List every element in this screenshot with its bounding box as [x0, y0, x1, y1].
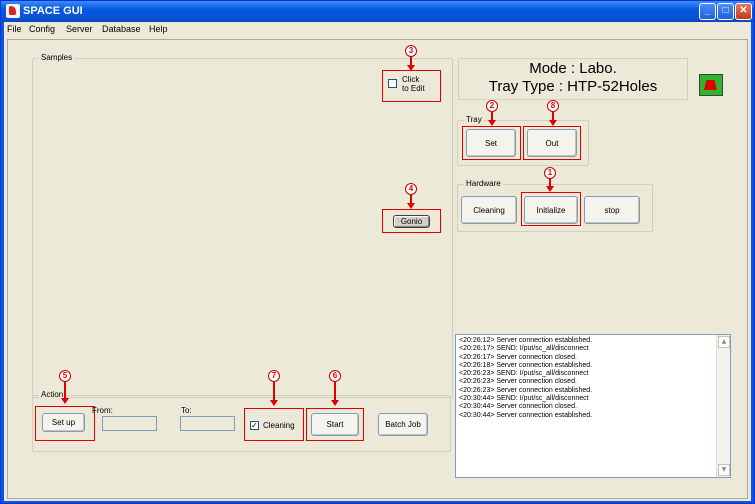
click-to-edit-checkbox[interactable] [388, 79, 397, 88]
log-line: <20:26:17> SEND: I/put/sc_all/disconnect [459, 345, 589, 353]
cleaning-checkbox-label: Cleaning [263, 421, 295, 430]
annotation-marker-5: 5 [59, 370, 71, 382]
log-line: <20:26:17> Server connection closed. [459, 353, 577, 361]
setup-button[interactable]: Set up [42, 413, 85, 432]
annotation-arrow-3 [407, 57, 415, 71]
from-input[interactable] [102, 416, 157, 431]
hardware-group: Hardware [457, 179, 653, 232]
app-icon [6, 4, 20, 18]
samples-group: Samples [32, 53, 453, 398]
annotation-marker-7: 7 [268, 370, 280, 382]
maximize-button[interactable]: □ [717, 3, 734, 20]
log-line: <20:30:44> SEND: I/put/sc_all/disconnect [459, 395, 589, 403]
title-bar[interactable]: SPACE GUI _ □ ✕ [1, 1, 754, 22]
log-line: <20:30:44> Server connection established… [459, 411, 593, 419]
menu-file[interactable]: File [7, 24, 22, 34]
tray-status-icon [699, 74, 723, 96]
to-input[interactable] [180, 416, 235, 431]
menu-config[interactable]: Config [29, 24, 56, 34]
stop-button[interactable]: stop [584, 196, 640, 224]
samples-group-label: Samples [39, 53, 75, 62]
tray-set-button[interactable]: Set [466, 129, 516, 157]
mode-status-box [458, 58, 688, 100]
hardware-cleaning-button[interactable]: Cleaning [461, 196, 517, 224]
annotation-arrow-5 [61, 382, 69, 404]
main-panel: Samples Click to Edit Gonio Action Set u… [7, 39, 748, 499]
log-panel[interactable]: <20:26:12> Server connection established… [455, 334, 731, 478]
minimize-button[interactable]: _ [699, 3, 716, 20]
tray-group: Tray [457, 115, 589, 166]
log-line: <20:26:23> Server connection established… [459, 386, 593, 394]
menu-database[interactable]: Database [102, 24, 141, 34]
menu-help[interactable]: Help [149, 24, 168, 34]
annotation-marker-1: 1 [544, 167, 556, 179]
log-line: <20:26:12> Server connection established… [459, 337, 593, 344]
action-group: Action [32, 390, 451, 452]
batch-job-button[interactable]: Batch Job [378, 413, 428, 436]
scroll-down-icon[interactable]: ▼ [718, 464, 730, 476]
client-area: File Config Server Database Help Samples… [4, 22, 751, 501]
mode-text: Mode : Labo. [529, 60, 617, 77]
click-to-edit-label-1: Click [402, 75, 420, 84]
tray-out-button[interactable]: Out [527, 129, 577, 157]
log-line: <20:26:23> Server connection closed. [459, 378, 577, 386]
annotation-marker-6: 6 [329, 370, 341, 382]
window-title: SPACE GUI [23, 5, 83, 17]
menu-server[interactable]: Server [66, 24, 93, 34]
click-to-edit-label-2: to Edit [402, 84, 425, 93]
annotation-arrow-2 [488, 112, 496, 126]
to-label: To: [181, 406, 192, 415]
tray-group-label: Tray [464, 115, 484, 124]
initialize-button[interactable]: Initialize [524, 196, 578, 224]
cleaning-checkbox[interactable]: ✓ [250, 421, 259, 430]
log-line: <20:30:44> Server connection closed. [459, 403, 577, 411]
annotation-arrow-6 [331, 382, 339, 406]
hardware-group-label: Hardware [464, 179, 503, 188]
annotation-marker-3: 3 [405, 45, 417, 57]
scroll-up-icon[interactable]: ▲ [718, 336, 730, 348]
menu-bar: File Config Server Database Help [4, 22, 751, 38]
action-group-label: Action [39, 390, 66, 399]
annotation-marker-8: 8 [547, 100, 559, 112]
from-label: From: [92, 406, 113, 415]
log-scrollbar[interactable]: ▲ ▼ [716, 335, 730, 477]
log-line: <20:26:18> Server connection established… [459, 361, 593, 369]
close-button[interactable]: ✕ [735, 3, 752, 20]
annotation-arrow-7 [270, 382, 278, 406]
log-line: <20:26:23> SEND: I/put/sc_all/disconnect [459, 370, 589, 378]
annotation-marker-4: 4 [405, 183, 417, 195]
annotation-marker-2: 2 [486, 100, 498, 112]
annotation-arrow-1 [546, 179, 554, 192]
start-button[interactable]: Start [311, 413, 359, 436]
log-lines: <20:26:12> Server connection established… [459, 337, 592, 420]
annotation-arrow-4 [407, 195, 415, 209]
tray-type-text: Tray Type : HTP-52Holes [488, 78, 658, 95]
gonio-button[interactable]: Gonio [393, 215, 430, 228]
annotation-arrow-8 [549, 112, 557, 126]
